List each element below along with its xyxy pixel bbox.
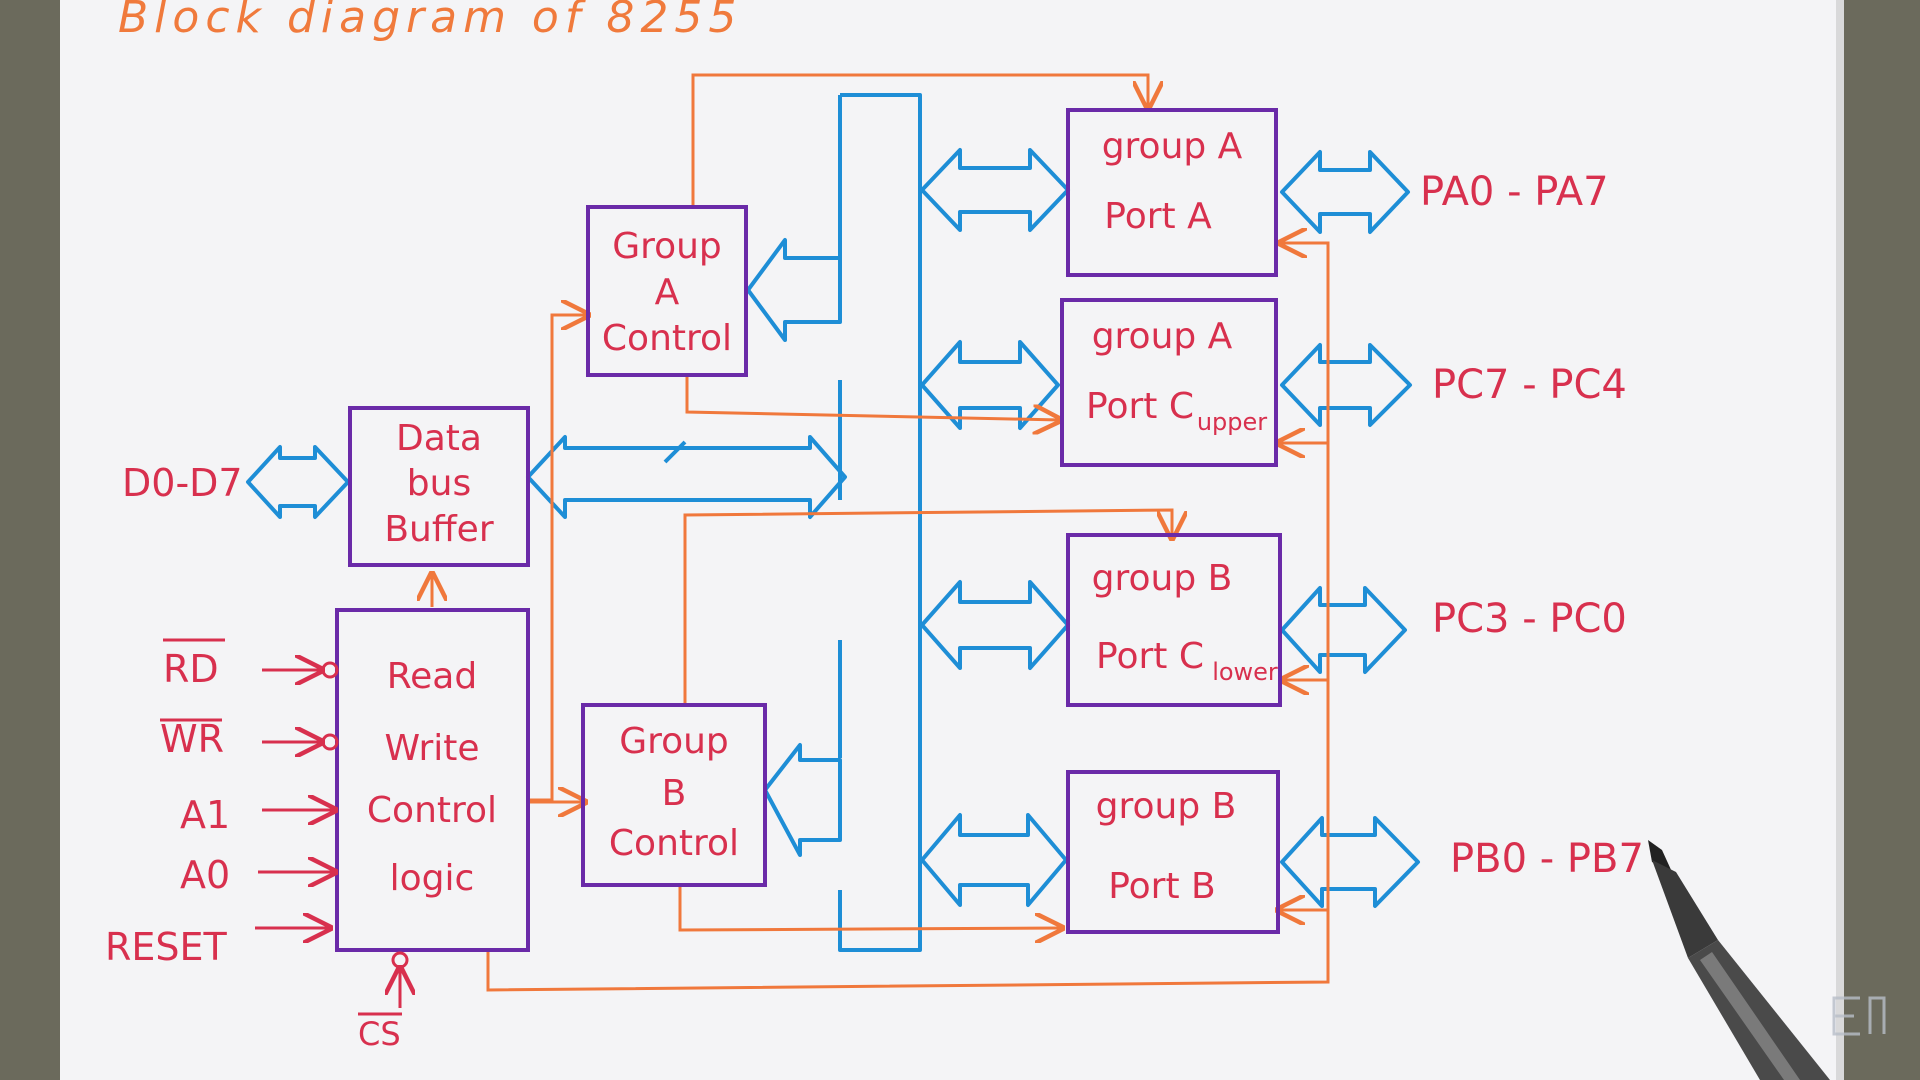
port-c-upper-line2: Port C (1086, 386, 1194, 427)
bus-arrow-data-buffer (526, 435, 847, 519)
port-b-line2: Port B (1108, 866, 1216, 907)
bus-arrow-pc-lower-pins (1280, 586, 1407, 674)
pen-highlight (1700, 952, 1800, 1080)
data-bus-buffer-line1: Data (396, 418, 482, 459)
port-b-line1: group B (1096, 786, 1237, 827)
reset-label: RESET (105, 925, 228, 969)
input-signals: D0-D7 RD WR A1 A0 RESET CS (105, 461, 402, 1053)
paper-sheet (60, 0, 1840, 1080)
paper-shadow-edge (1836, 0, 1844, 1080)
data-bus-buffer-box (348, 406, 530, 567)
logo-e (1832, 996, 1860, 1036)
port-a-line2: Port A (1104, 196, 1212, 237)
group-a-control-line3: Control (602, 318, 732, 359)
cs-inversion-bubble (391, 951, 409, 969)
control-lines (432, 73, 1330, 992)
bus-arrow-pc-upper-pins (1280, 343, 1412, 427)
wr-inversion-bubble (321, 733, 339, 751)
port-c-lower-sub: lower (1212, 658, 1278, 686)
group-a-control-line1: Group (612, 226, 722, 267)
ctrl-line-group-b-to-pc-lower (683, 508, 1172, 705)
port-a-box (1066, 108, 1278, 277)
ctrl-line-group-b-to-port-b (678, 885, 1062, 930)
input-signal-arrows (255, 663, 407, 1008)
channel-logo-icon (1832, 996, 1886, 1036)
port-pin-labels: PA0 - PA7 PC7 - PC4 PC3 - PC0 PB0 - PB7 (1420, 169, 1644, 882)
port-c-upper-line1: group A (1092, 316, 1233, 357)
ctrl-line-group-a-to-port-a (691, 73, 1148, 206)
pc-upper-pins-label: PC7 - PC4 (1432, 362, 1627, 408)
port-b-box (1066, 770, 1280, 934)
logo-f (1868, 996, 1886, 1034)
port-c-lower-box (1066, 533, 1282, 707)
group-b-control-line3: Control (609, 823, 739, 864)
rd-label: RD (163, 647, 219, 691)
pa-pins-label: PA0 - PA7 (1420, 169, 1609, 215)
bus-arrow-group-b-control (763, 743, 842, 857)
group-b-control-line2: B (662, 773, 687, 814)
bus-arrow-pa-pins (1280, 150, 1410, 234)
rwcl-line3: Control (367, 790, 497, 831)
rwcl-line2: Write (384, 728, 479, 769)
ctrl-line-group-a-to-pc-upper (685, 375, 1060, 420)
group-b-control-box (581, 703, 767, 887)
pen-cone (1652, 860, 1718, 958)
bus-arrow-port-c-upper (920, 340, 1060, 430)
bus-arrow-group-a-control (746, 238, 842, 342)
rd-inversion-bubble (321, 661, 339, 679)
a0-label: A0 (180, 853, 230, 897)
rw-control-logic-box (335, 608, 530, 952)
group-a-control-box (586, 205, 748, 377)
port-c-upper-sub: upper (1197, 408, 1267, 436)
ctrl-line-rwcl-to-group-a (530, 315, 588, 802)
port-a-line1: group A (1102, 126, 1243, 167)
blocks (335, 108, 1282, 952)
bus-arrow-pb-pins (1280, 816, 1420, 908)
group-a-control-line2: A (655, 272, 680, 313)
rwcl-line4: logic (390, 858, 475, 899)
group-b-control-line1: Group (619, 721, 729, 762)
port-c-upper-box (1060, 298, 1278, 467)
a1-label: A1 (180, 793, 230, 837)
port-c-lower-line1: group B (1092, 558, 1233, 599)
pb-pins-label: PB0 - PB7 (1450, 836, 1644, 882)
bus-width-slash (663, 440, 687, 464)
diagram-title: Block diagram of 8255 (118, 0, 742, 43)
d0-d7-label: D0-D7 (122, 461, 243, 505)
wr-label: WR (160, 717, 224, 761)
pc-lower-pins-label: PC3 - PC0 (1432, 596, 1627, 642)
rwcl-line1: Read (387, 656, 477, 697)
pen-tip (1648, 840, 1672, 872)
marker-pen-icon (1648, 840, 1830, 1080)
internal-bus-trunk (838, 93, 922, 952)
cs-label: CS (358, 1015, 401, 1053)
data-bus-buffer-line2: bus (407, 463, 471, 504)
port-c-lower-line2: Port C (1096, 636, 1204, 677)
data-bus-buffer-line3: Buffer (384, 509, 493, 550)
block-labels: Group A Control Data bus Buffer Read Wri… (367, 126, 1278, 907)
